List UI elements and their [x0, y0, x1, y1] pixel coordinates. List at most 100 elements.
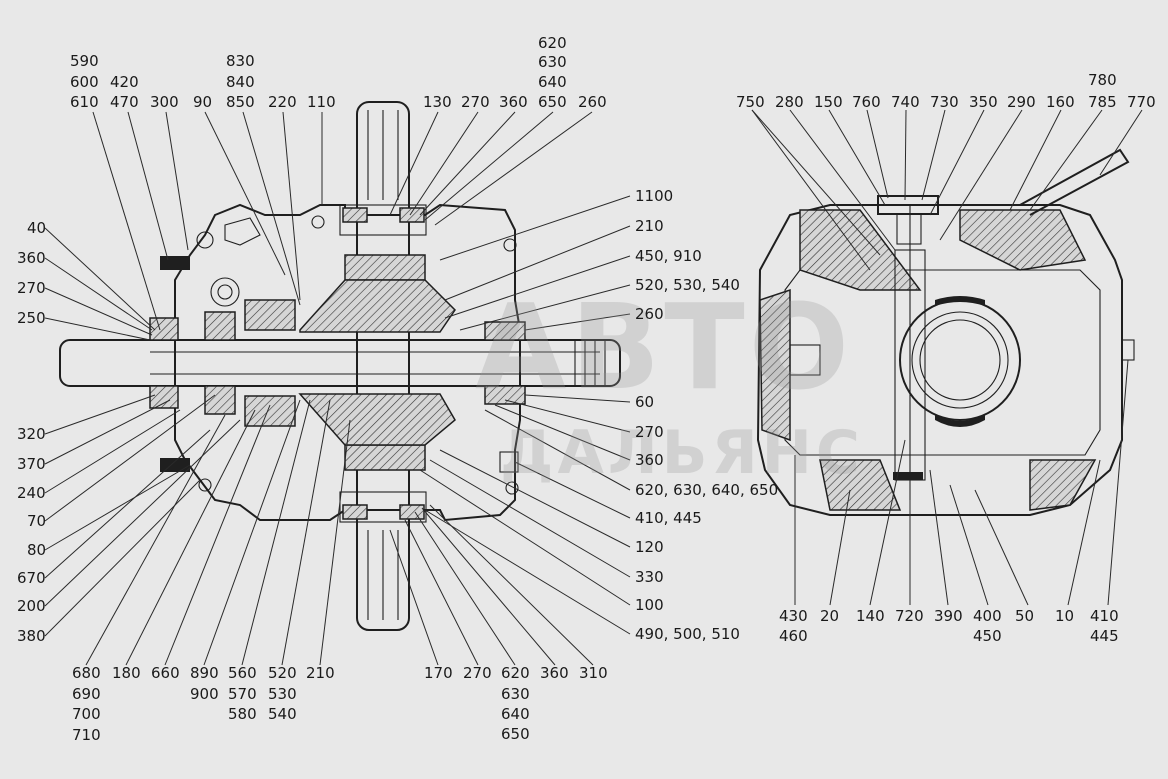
label-620: 620 — [538, 34, 567, 52]
label-40: 40 — [27, 219, 47, 237]
label-360-bottom: 360 — [540, 664, 569, 682]
label-400: 400 — [973, 607, 1002, 625]
label-20: 20 — [820, 607, 840, 625]
label-890: 890 — [190, 664, 219, 682]
label-350: 350 — [969, 93, 998, 111]
label-380: 380 — [17, 627, 46, 645]
label-620-bottom: 620 — [501, 664, 530, 682]
label-650: 650 — [538, 93, 567, 111]
label-840: 840 — [226, 73, 255, 91]
label-850: 850 — [226, 93, 255, 111]
label-750: 750 — [736, 93, 765, 111]
label-770: 770 — [1127, 93, 1156, 111]
label-270-bottom: 270 — [463, 664, 492, 682]
label-170: 170 — [424, 664, 453, 682]
label-10: 10 — [1055, 607, 1075, 625]
label-760: 760 — [852, 93, 881, 111]
label-260: 260 — [578, 93, 607, 111]
label-60: 60 — [635, 393, 655, 411]
label-320: 320 — [17, 425, 46, 443]
left-leader-lines — [44, 111, 631, 666]
label-460: 460 — [779, 627, 808, 645]
label-570: 570 — [228, 685, 257, 703]
label-120: 120 — [635, 538, 664, 556]
label-290: 290 — [1007, 93, 1036, 111]
left-section-view — [59, 101, 621, 631]
label-360-right: 360 — [635, 451, 664, 469]
label-180: 180 — [112, 664, 141, 682]
label-620-630-640-650: 620, 630, 640, 650 — [635, 481, 779, 499]
label-100: 100 — [635, 596, 664, 614]
label-540: 540 — [268, 705, 297, 723]
label-610: 610 — [70, 93, 99, 111]
label-470: 470 — [110, 93, 139, 111]
label-150: 150 — [814, 93, 843, 111]
label-70: 70 — [27, 512, 47, 530]
label-710: 710 — [72, 726, 101, 744]
label-200: 200 — [17, 597, 46, 615]
label-250: 250 — [17, 309, 46, 327]
right-leader-lines — [751, 109, 1143, 606]
label-280: 280 — [775, 93, 804, 111]
label-420: 420 — [110, 73, 139, 91]
label-590: 590 — [70, 52, 99, 70]
label-560: 560 — [228, 664, 257, 682]
label-240: 240 — [17, 484, 46, 502]
label-530: 530 — [268, 685, 297, 703]
label-50: 50 — [1015, 607, 1035, 625]
watermark-line-2: ДАЛЬЯНС — [500, 418, 864, 488]
label-520-530-540: 520, 530, 540 — [635, 276, 740, 294]
label-670: 670 — [17, 569, 46, 587]
label-900: 900 — [190, 685, 219, 703]
label-410-445: 410, 445 — [635, 509, 702, 527]
label-410: 410 — [1090, 607, 1119, 625]
label-680: 680 — [72, 664, 101, 682]
label-720: 720 — [895, 607, 924, 625]
label-1100: 1100 — [635, 187, 674, 205]
label-450-910: 450, 910 — [635, 247, 702, 265]
label-270-left: 270 — [17, 279, 46, 297]
label-650-bottom: 650 — [501, 725, 530, 743]
label-700: 700 — [72, 705, 101, 723]
label-160: 160 — [1046, 93, 1075, 111]
label-360: 360 — [499, 93, 528, 111]
label-690: 690 — [72, 685, 101, 703]
label-310: 310 — [579, 664, 608, 682]
label-450: 450 — [973, 627, 1002, 645]
label-640-bottom: 640 — [501, 705, 530, 723]
label-630: 630 — [538, 53, 567, 71]
label-390: 390 — [934, 607, 963, 625]
label-260-right: 260 — [635, 305, 664, 323]
label-270: 270 — [461, 93, 490, 111]
label-210: 210 — [635, 217, 664, 235]
label-210-bottom: 210 — [306, 664, 335, 682]
label-785: 785 — [1088, 93, 1117, 111]
label-80: 80 — [27, 541, 47, 559]
label-110: 110 — [307, 93, 336, 111]
label-300: 300 — [150, 93, 179, 111]
label-430: 430 — [779, 607, 808, 625]
right-section-view — [756, 148, 1135, 516]
label-630-bottom: 630 — [501, 685, 530, 703]
label-490-500-510: 490, 500, 510 — [635, 625, 740, 643]
label-90: 90 — [193, 93, 213, 111]
label-330: 330 — [635, 568, 664, 586]
label-640: 640 — [538, 73, 567, 91]
label-130: 130 — [423, 93, 452, 111]
watermark-line-1: АВТО — [475, 278, 854, 416]
label-660: 660 — [151, 664, 180, 682]
label-520: 520 — [268, 664, 297, 682]
label-740: 740 — [891, 93, 920, 111]
label-730: 730 — [930, 93, 959, 111]
label-220: 220 — [268, 93, 297, 111]
label-580: 580 — [228, 705, 257, 723]
label-830: 830 — [226, 52, 255, 70]
label-370: 370 — [17, 455, 46, 473]
label-140: 140 — [856, 607, 885, 625]
label-600: 600 — [70, 73, 99, 91]
label-780: 780 — [1088, 71, 1117, 89]
label-270-right: 270 — [635, 423, 664, 441]
label-445: 445 — [1090, 627, 1119, 645]
